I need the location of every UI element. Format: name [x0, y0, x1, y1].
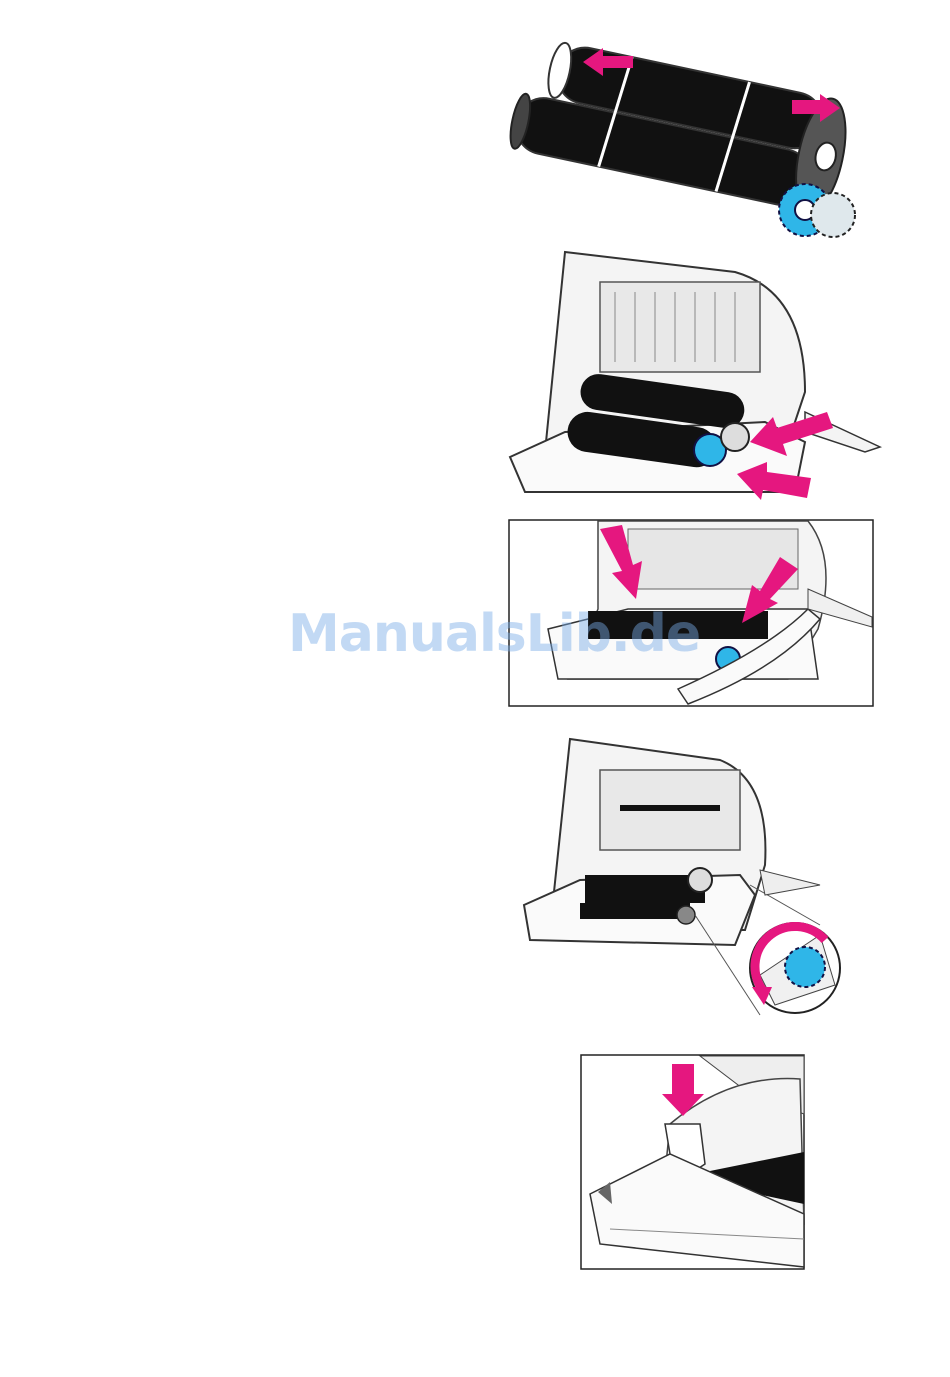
watermark: ManualsLib.de — [288, 604, 700, 664]
fax-open-insert-roll-icon — [505, 242, 885, 510]
figure-film-roll — [505, 40, 875, 250]
figure-close-lid — [580, 1054, 805, 1270]
figure-tighten-film — [520, 735, 845, 1025]
fax-close-lid-icon — [580, 1054, 805, 1270]
figure-insert-roll — [505, 242, 885, 510]
gear-turn-detail-icon — [750, 923, 840, 1013]
film-roll-icon — [505, 40, 875, 250]
fax-tighten-film-icon — [520, 735, 845, 1025]
